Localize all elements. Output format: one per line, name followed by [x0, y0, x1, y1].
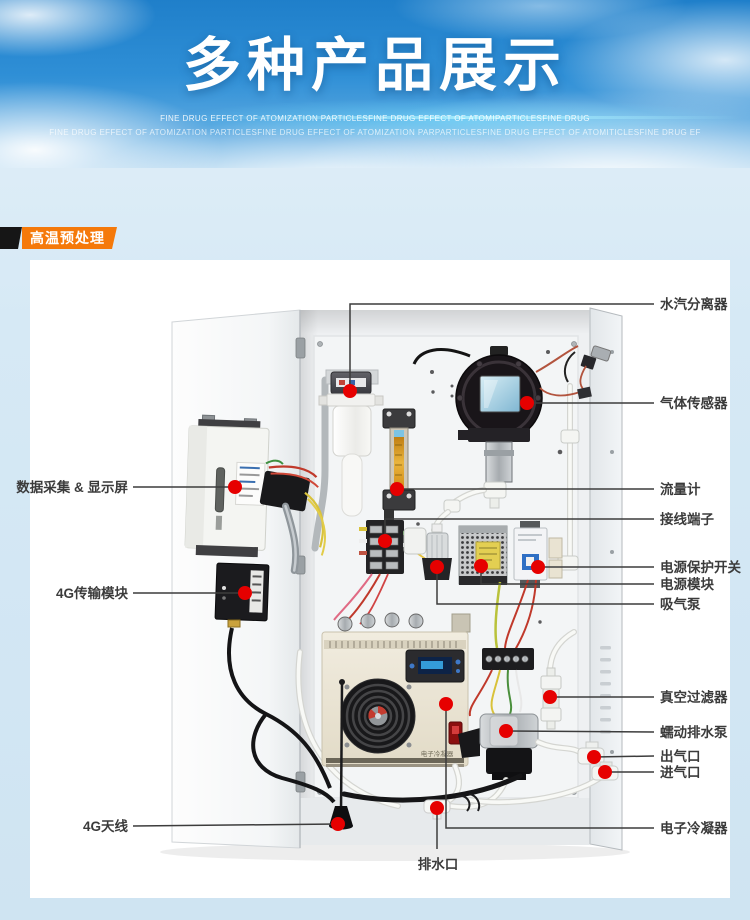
banner-subtitle-line-2: FINE DRUG EFFECT OF ATOMIZATION PARTICLE…: [49, 128, 701, 137]
banner-subtitle-line-1: FINE DRUG EFFECT OF ATOMIZATION PARTICLE…: [160, 114, 590, 123]
section-tag: 高温预处理: [22, 227, 117, 249]
banner-light-streak: [200, 116, 740, 119]
page-title: 多种产品展示: [182, 33, 567, 98]
banner-light-flare: [170, 98, 740, 142]
product-photo: [30, 260, 730, 898]
section-tag-accent: [0, 227, 22, 249]
banner: 多种产品展示 FINE DRUG EFFECT OF ATOMIZATION P…: [0, 0, 750, 168]
